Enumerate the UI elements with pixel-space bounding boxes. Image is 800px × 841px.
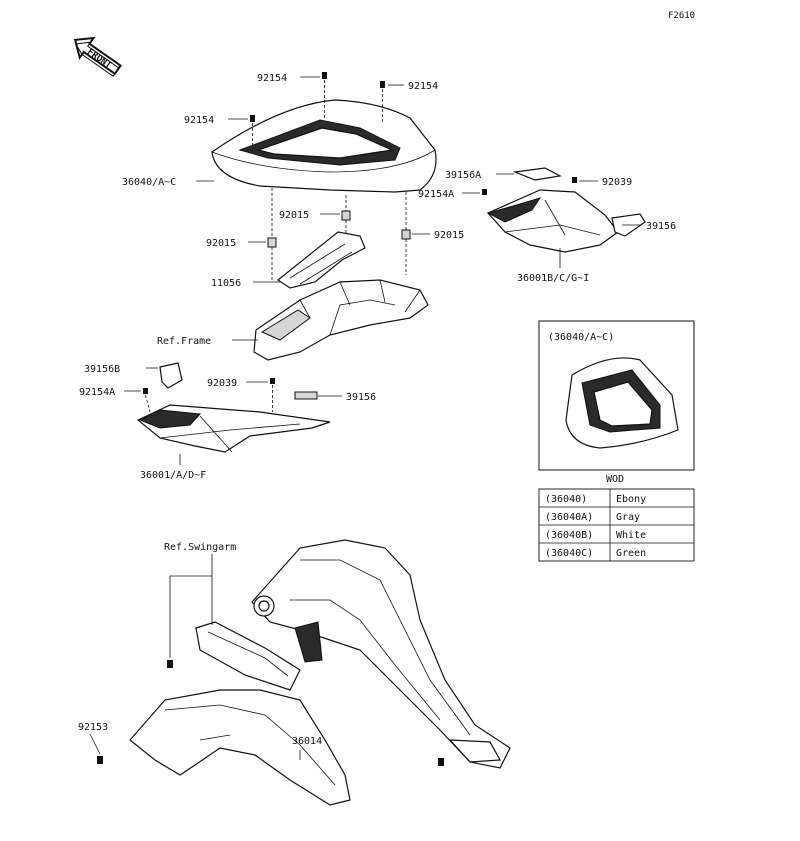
color-row-color: Gray <box>616 512 640 523</box>
front-arrow-icon: FRONT <box>73 36 122 77</box>
callout-36014: 36014 <box>292 736 322 747</box>
trim-39156-left <box>294 391 318 400</box>
color-row-part: (36040C) <box>545 548 593 559</box>
callout-39156A: 39156A <box>445 170 481 181</box>
color-row: (36040B) White <box>545 530 646 541</box>
callout-ref-frame: Ref.Frame <box>157 336 211 347</box>
color-row: (36040) Ebony <box>545 494 646 505</box>
bolt-92154A-right <box>482 189 487 195</box>
color-table: WOD (36040) Ebony (36040A) Gray (36040B)… <box>538 474 695 562</box>
bolt-92039-right <box>572 177 577 183</box>
side-cover-36001B <box>486 189 619 253</box>
bolt-92039-left <box>270 378 275 384</box>
bolt-chain-guard <box>167 660 173 668</box>
callout-ref-swingarm: Ref.Swingarm <box>164 542 236 553</box>
leader-lines <box>89 76 640 760</box>
figure-code: F2610 <box>668 11 695 21</box>
color-row: (36040C) Green <box>545 548 646 559</box>
callout-39156-left: 39156 <box>346 392 376 403</box>
callout-36001B: 36001B/C/G~I <box>517 273 589 284</box>
color-row-part: (36040B) <box>545 530 593 541</box>
inset-title: (36040/A~C) <box>548 332 614 343</box>
frame-reference <box>253 279 429 361</box>
seat-cover-36040 <box>211 99 437 193</box>
bolt-92154-left <box>250 115 255 148</box>
bolt-92154-right <box>380 81 385 122</box>
callout-92154A-left: 92154A <box>79 387 115 398</box>
callout-36040: 36040/A~C <box>122 177 176 188</box>
bolt-92153 <box>97 756 103 764</box>
callout-92154A-right: 92154A <box>418 189 454 200</box>
callout-92154-top: 92154 <box>257 73 287 84</box>
callout-92039-right: 92039 <box>602 177 632 188</box>
callout-92153: 92153 <box>78 722 108 733</box>
callout-36001: 36001/A/D~F <box>140 470 206 481</box>
callout-39156-right: 39156 <box>646 221 676 232</box>
callout-92015-left: 92015 <box>206 238 236 249</box>
color-row-color: Green <box>616 548 646 559</box>
chain-cover-36014 <box>129 689 351 806</box>
callout-11056: 11056 <box>211 278 241 289</box>
color-row-color: White <box>616 530 646 541</box>
callout-92039-left: 92039 <box>207 378 237 389</box>
bolt-92154A-left <box>143 388 148 394</box>
collar-92015-right <box>401 192 411 275</box>
collar-92015-mid <box>341 195 351 238</box>
swingarm-reference <box>251 539 511 769</box>
callout-92154-left: 92154 <box>184 115 214 126</box>
color-row-part: (36040A) <box>545 512 593 523</box>
trim-39156B <box>159 362 183 389</box>
color-table-header: WOD <box>606 474 624 485</box>
callout-92015-mid: 92015 <box>279 210 309 221</box>
collar-92015-left <box>267 188 277 280</box>
color-row: (36040A) Gray <box>545 512 640 523</box>
color-row-part: (36040) <box>545 494 587 505</box>
bolt-92154-top <box>322 72 327 118</box>
trim-39156A <box>512 167 562 181</box>
callout-92015-right: 92015 <box>434 230 464 241</box>
inset-seat-view: (36040/A~C) <box>538 320 695 471</box>
callout-92154-right: 92154 <box>408 81 438 92</box>
chain-guard <box>195 621 323 691</box>
side-cover-36001 <box>136 404 331 453</box>
color-row-color: Ebony <box>616 494 646 505</box>
bracket-11056 <box>276 231 366 289</box>
callout-39156B: 39156B <box>84 364 120 375</box>
